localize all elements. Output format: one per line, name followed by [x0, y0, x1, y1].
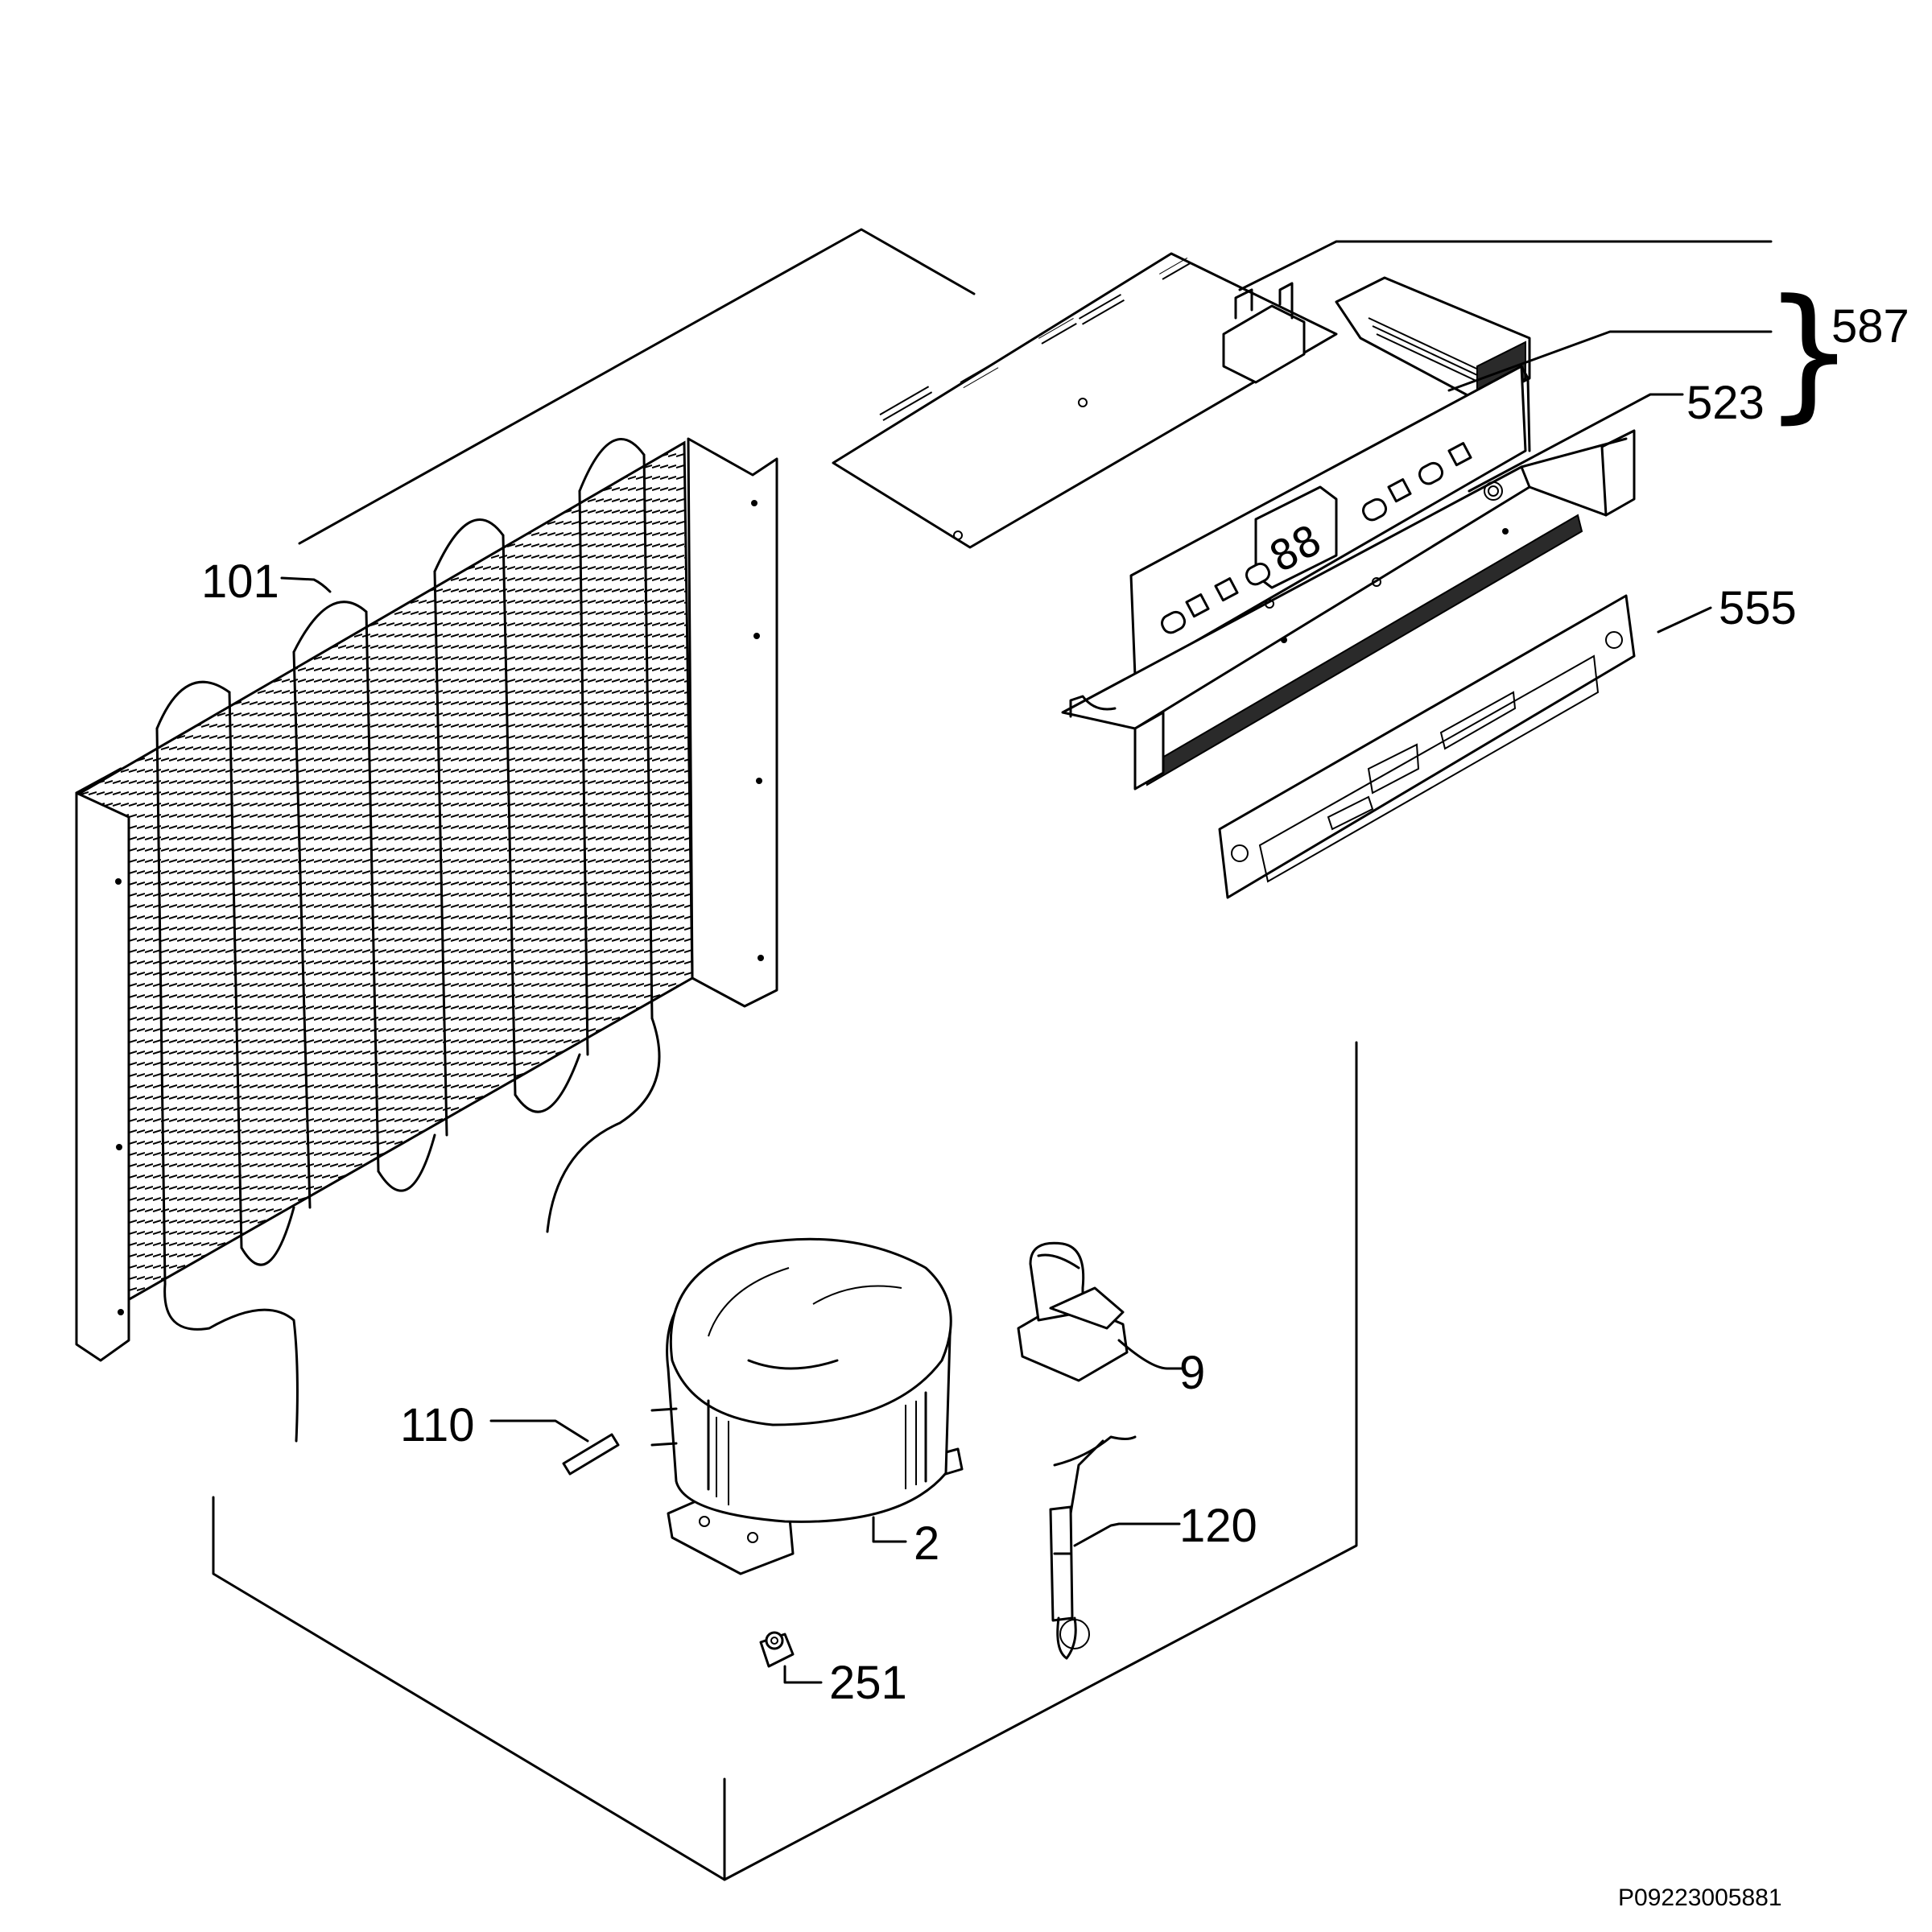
callout-251: 251 [829, 1657, 907, 1709]
display-pcb: 88 [1129, 365, 1531, 678]
compressor-part-2 [650, 1237, 964, 1575]
tube-part-110 [562, 1433, 620, 1476]
cabinet-outline [212, 228, 1358, 1881]
overload-protector-part-120 [1049, 1435, 1137, 1660]
callout-101: 101 [201, 555, 279, 608]
condenser-part-101 [75, 437, 778, 1443]
callout-120: 120 [1179, 1500, 1257, 1552]
callout-110: 110 [400, 1399, 474, 1451]
grommet-part-251 [759, 1631, 795, 1668]
callout-555: 555 [1719, 582, 1797, 634]
fascia-panel-part-555 [1218, 594, 1636, 899]
panel-frame-part-523 [1061, 429, 1636, 791]
reference-number: P09223005881 [1618, 1885, 1782, 1911]
control-pcb [832, 252, 1531, 549]
leader-lines [280, 240, 1773, 1684]
callout-2: 2 [914, 1517, 939, 1570]
callout-labels: 101 110 2 9 120 251 555 523 587 [201, 300, 1909, 1709]
callout-587: 587 [1831, 300, 1909, 353]
callout-9: 9 [1179, 1347, 1205, 1399]
callout-523: 523 [1686, 377, 1765, 429]
group-brace: } [1763, 269, 1856, 437]
starter-relay-part-9 [1017, 1241, 1129, 1382]
